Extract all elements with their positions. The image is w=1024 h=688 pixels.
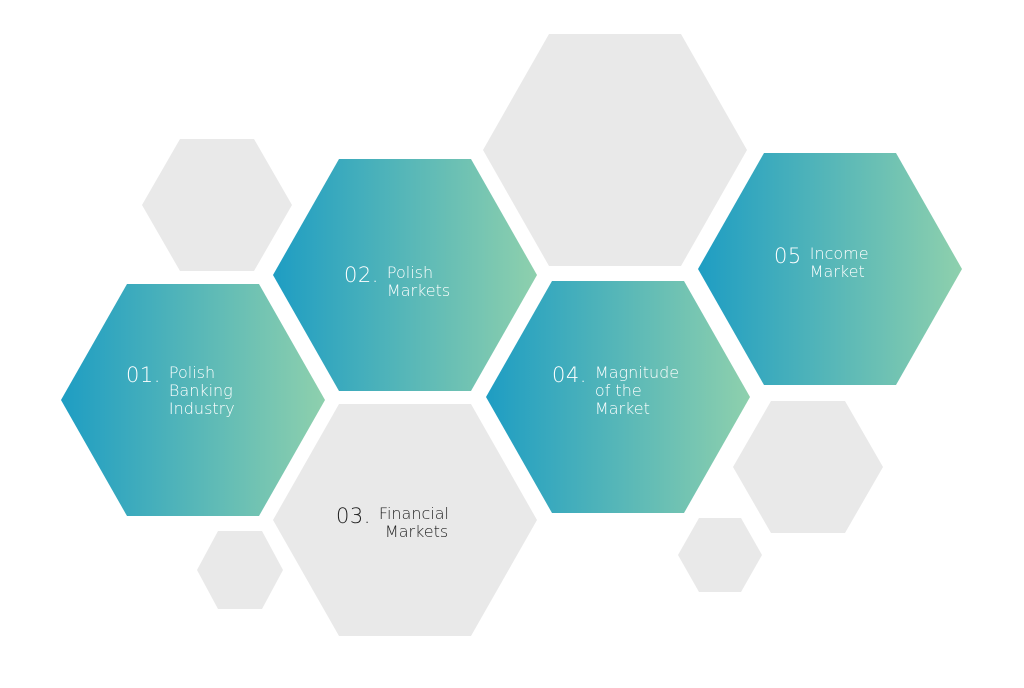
hexagon-item-05 (698, 153, 962, 385)
item-01-number: 01. (126, 363, 161, 387)
item-04-label: 04. Magnitude of the Market (552, 364, 679, 418)
item-05-line-2: Market (809, 262, 865, 281)
item-02-label: 02. Polish Markets (344, 264, 450, 300)
item-04-line-2: of the (594, 381, 642, 400)
item-04-number: 04. (552, 363, 587, 387)
item-05-line-1: Income (809, 244, 869, 263)
item-hexagons (61, 153, 962, 516)
item-02-number: 02. (344, 263, 379, 287)
hexagon-item-01 (61, 284, 325, 516)
item-01-line-3: Industry (168, 399, 235, 418)
grey-hexagon-top-left (142, 139, 292, 271)
item-02-line-2: Markets (386, 281, 451, 300)
hexagon-item-04 (486, 281, 750, 513)
decorative-hexagons (142, 34, 883, 636)
grey-hexagon-top-center (483, 34, 747, 266)
item-02-line-1: Polish (386, 263, 434, 282)
item-04-line-1: Magnitude (594, 363, 680, 382)
grey-hexagon-bottom-left (197, 531, 283, 609)
item-03-number: 03. (336, 504, 371, 528)
item-03-line-2: Markets (384, 522, 449, 541)
item-03-line-1: Financial (378, 504, 449, 523)
grey-hexagon-small-right (678, 518, 762, 592)
item-01-line-2: Banking (168, 381, 233, 400)
item-03-label: 03. Financial Markets (336, 505, 449, 541)
grey-hexagon-right (733, 401, 883, 533)
hexagon-item-02 (273, 159, 537, 391)
grey-hexagon-bottom-center (273, 404, 537, 636)
item-01-line-1: Polish (168, 363, 216, 382)
item-01-label: 01. Polish Banking Industry (126, 364, 235, 418)
item-04-line-3: Market (594, 399, 650, 418)
item-05-label: 05 Income Market (774, 245, 869, 281)
item-05-number: 05 (774, 244, 802, 268)
